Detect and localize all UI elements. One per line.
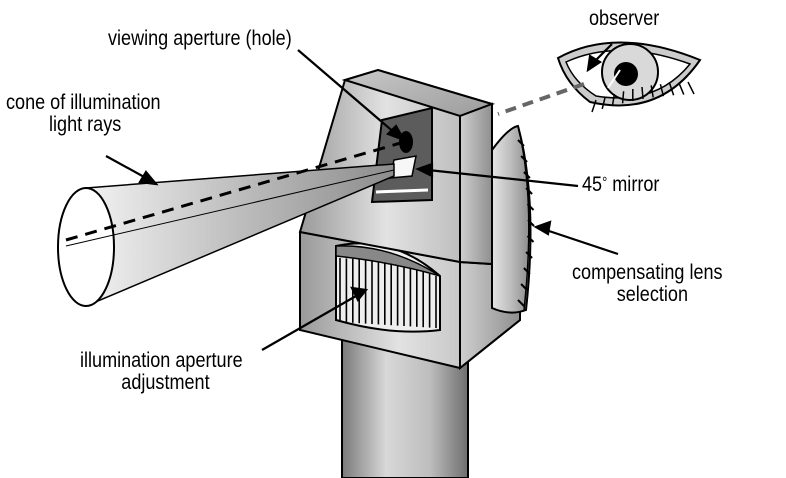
arrow-cone (105, 155, 147, 179)
eyelash (621, 91, 625, 104)
lens-wheel-tick (520, 155, 528, 163)
lens-wheel-tick (525, 251, 533, 259)
eyelash (659, 83, 665, 97)
sight-line-dashed (497, 82, 585, 116)
lens-wheel-tick (520, 283, 528, 291)
lens-wheel-tick (523, 171, 531, 179)
arrow-viewing-aperture (297, 49, 397, 135)
eyelash (678, 82, 685, 95)
lens-wheel-tick (527, 219, 535, 227)
eyelash (611, 93, 616, 107)
eyelash (687, 81, 695, 95)
lens-wheel-tick (517, 139, 525, 147)
eyelash (650, 85, 654, 98)
arrow-illumination (261, 295, 357, 351)
eyelash (668, 83, 675, 96)
label-observer: observer (589, 7, 660, 30)
arrow-mirror (427, 168, 579, 188)
compensating-lens-wheel (491, 124, 535, 314)
eyelash (641, 86, 644, 100)
label-viewing-aperture: viewing aperture (hole) (108, 27, 292, 50)
eyelash (601, 96, 606, 110)
label-45-mirror: 45° mirror (582, 173, 660, 196)
eyelash (591, 99, 597, 113)
lens-wheel-tick (517, 299, 525, 307)
lens-wheel-tick (526, 235, 535, 243)
observer-eye (556, 41, 702, 113)
lens-wheel-tick (523, 267, 531, 275)
label-cone-of-illumination: cone of illumination light rays (6, 91, 161, 136)
eye-pupil (614, 62, 638, 86)
leader-arrows (105, 43, 619, 351)
arrow-lens (545, 228, 619, 256)
aperture-adjustment-wheel (335, 242, 441, 333)
lens-wheel-tick (526, 203, 535, 211)
illumination-cone (57, 140, 405, 308)
lens-wheel-tick (525, 187, 533, 195)
label-compensating-lens: compensating lens selection (572, 261, 723, 306)
label-illumination-aperture: illumination aperture adjustment (80, 349, 243, 394)
